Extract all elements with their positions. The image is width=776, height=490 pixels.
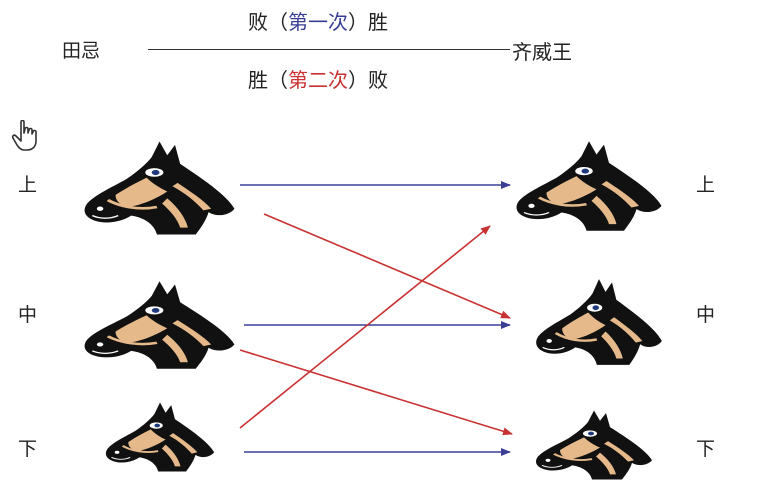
left-tier-middle: 中: [18, 304, 38, 326]
second-arrow-middle-to-bottom: [239, 349, 513, 436]
right-name: 齐威王: [512, 40, 572, 64]
round2-post: ）败: [348, 68, 388, 92]
left-tier-bottom: 下: [18, 438, 38, 460]
right-tier-top: 上: [696, 174, 716, 196]
header-round2: 胜（第二次）败: [248, 70, 388, 90]
round1-pre: 败（: [248, 10, 288, 34]
second-arrow-top-to-middle: [263, 213, 511, 319]
round2-label: 第二次: [288, 68, 348, 92]
left-name: 田忌: [62, 40, 101, 62]
header-round1: 败（第一次）胜: [248, 12, 388, 32]
round1-post: ）胜: [348, 10, 388, 34]
hand-pointer-icon: [12, 120, 37, 151]
second-arrow-bottom-to-top: [239, 225, 491, 429]
left-tier-top: 上: [18, 174, 38, 196]
right-tier-middle: 中: [696, 304, 716, 326]
header-divider: [148, 49, 510, 50]
round1-label: 第一次: [288, 10, 348, 34]
right-tier-bottom: 下: [696, 438, 716, 460]
round2-pre: 胜（: [248, 68, 288, 92]
